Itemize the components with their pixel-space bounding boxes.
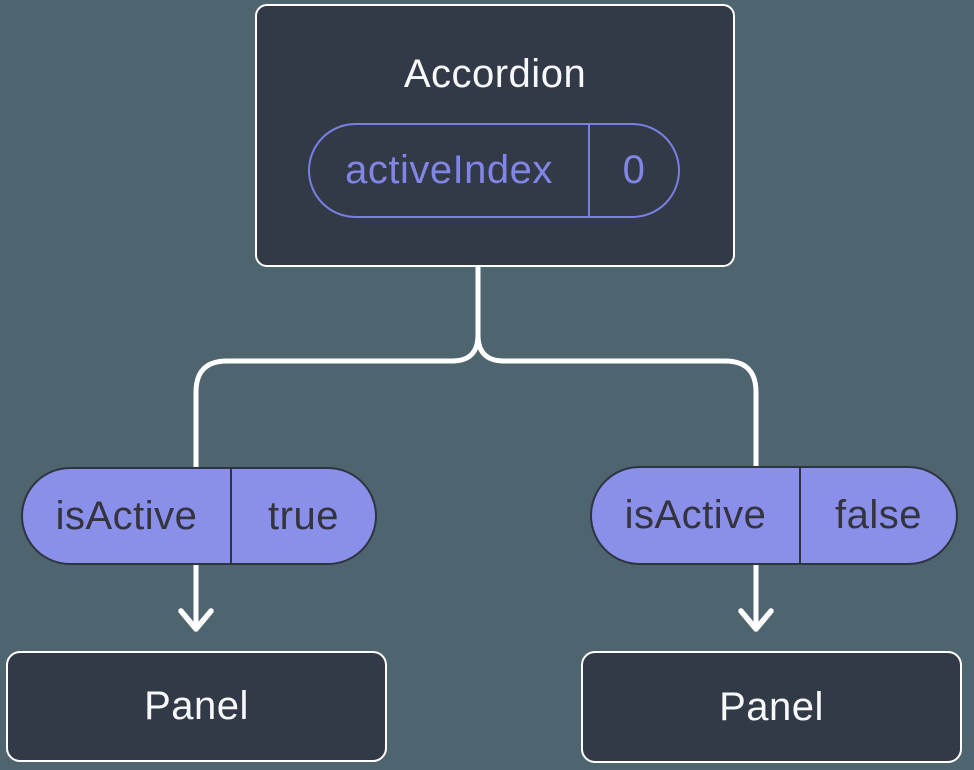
- arrowhead-left-icon: [178, 608, 214, 632]
- arrowhead-right-icon: [738, 608, 774, 632]
- state-name: isActive: [592, 468, 801, 563]
- panel-node-title: Panel: [719, 684, 824, 729]
- tree-connector-left: [193, 263, 481, 630]
- tree-connector-right: [475, 263, 759, 630]
- state-pill-isactive-false: isActive false: [590, 466, 958, 565]
- panel-node-right: Panel: [581, 651, 962, 763]
- panel-node-left: Panel: [6, 651, 387, 762]
- panel-node-title: Panel: [144, 684, 249, 728]
- accordion-prop-pill: activeIndex 0: [308, 123, 680, 218]
- prop-name: activeIndex: [310, 125, 590, 216]
- state-value: true: [268, 493, 339, 538]
- prop-value: 0: [622, 148, 646, 192]
- accordion-node-title: Accordion: [403, 52, 587, 96]
- state-value: false: [835, 493, 922, 537]
- state-pill-isactive-true: isActive true: [21, 467, 377, 565]
- state-name: isActive: [23, 469, 232, 563]
- accordion-node: Accordion activeIndex 0: [255, 4, 735, 267]
